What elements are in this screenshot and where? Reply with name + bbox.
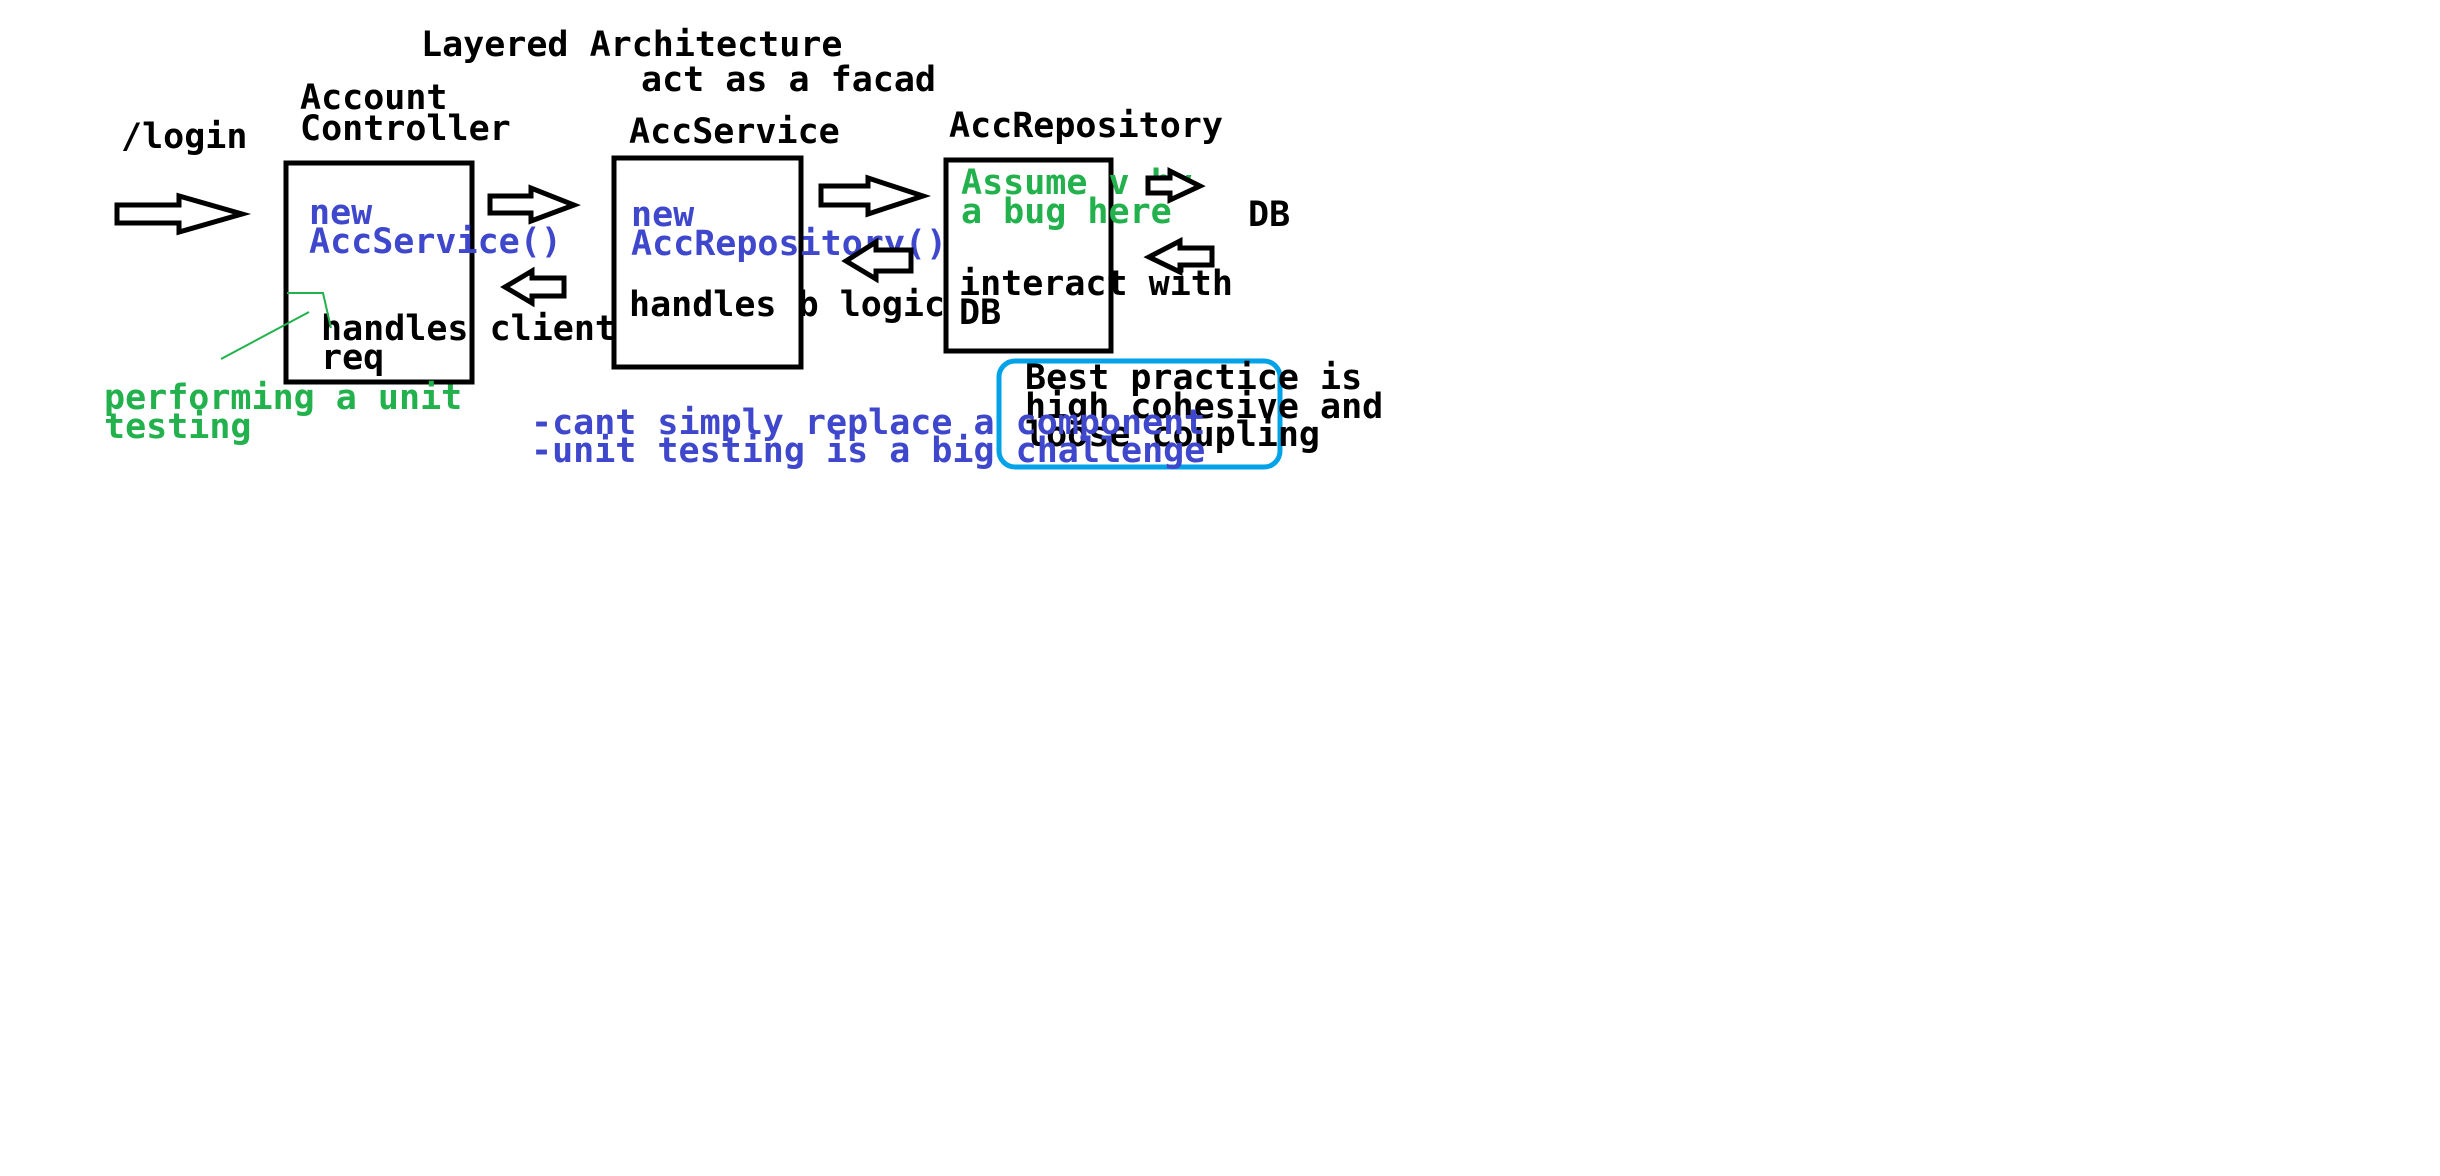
login-endpoint: /login [121, 117, 247, 157]
right-arrow-icon [818, 174, 932, 218]
right-arrow-icon [487, 184, 581, 225]
problem-line-1: -cant simply replace a component [531, 403, 1205, 443]
unit-test-note-line-2: testing [104, 407, 252, 447]
right-arrow-icon [114, 192, 252, 236]
repository-bug-line-2: a bug here [961, 192, 1172, 232]
repository-desc-line-2: DB [959, 293, 1001, 333]
unit-test-pointer-line [287, 292, 332, 329]
service-label: AccService [629, 112, 840, 152]
controller-box [283, 160, 475, 385]
left-arrow-icon [1143, 236, 1215, 276]
repository-box [943, 157, 1114, 354]
best-practice-box [996, 358, 1283, 470]
best-practice-line-2: high cohesive and [1025, 387, 1383, 427]
left-arrow-icon [500, 266, 567, 308]
repository-label: AccRepository [949, 106, 1223, 146]
controller-code-line-2: AccService() [309, 222, 562, 262]
diagram-title: Layered Architecture [421, 25, 842, 65]
controller-code-line-1: new [309, 193, 373, 233]
best-practice-line-1: Best practice is [1025, 358, 1362, 398]
controller-label-line-1: Account [300, 78, 448, 118]
best-practice-line-3: loose coupling [1025, 415, 1320, 455]
unit-test-note-line-1: performing a unit [104, 378, 462, 418]
service-code-line-1: new [631, 195, 695, 235]
controller-desc-line-1: handles client [321, 309, 616, 349]
service-box [611, 155, 804, 370]
service-desc: handles b logic [629, 285, 945, 325]
repository-desc-line-1: interact with [959, 264, 1233, 304]
problem-line-2: -unit testing is a big challenge [531, 431, 1205, 471]
right-arrow-icon [1145, 166, 1206, 204]
left-arrow-icon [841, 237, 914, 284]
controller-desc-line-2: req [321, 338, 384, 378]
db-label: DB [1248, 195, 1290, 235]
controller-label-line-2: Controller [300, 109, 511, 149]
unit-test-pointer-diagonal [220, 311, 310, 360]
facade-note: act as a facad [641, 60, 936, 100]
